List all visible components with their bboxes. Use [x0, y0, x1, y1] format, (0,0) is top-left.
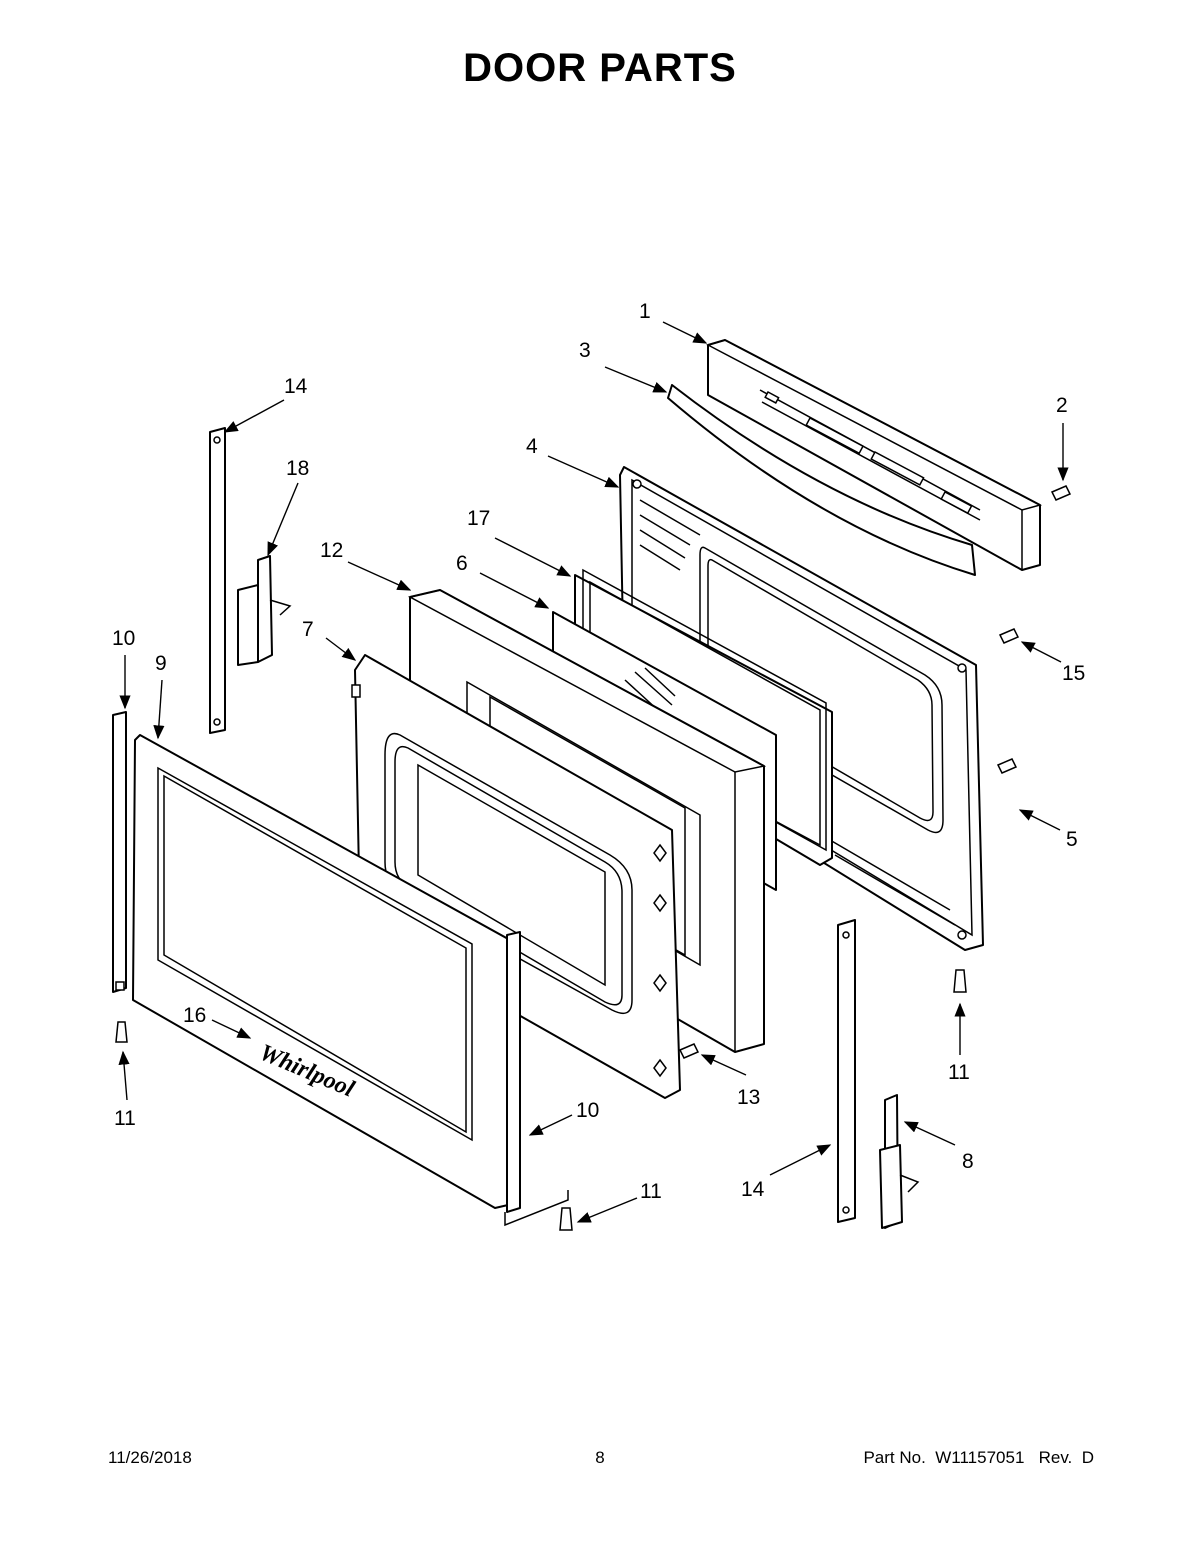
callout-17: 17: [467, 507, 490, 530]
callout-labels: 1 2 3 4 5 6 7 8 9 10 10 11 11 11 12 13 1…: [112, 300, 1085, 1203]
screw-11-b[interactable]: [953, 969, 967, 993]
callout-7: 7: [302, 618, 314, 641]
callout-6: 6: [456, 552, 468, 575]
part-3-door-handle[interactable]: [667, 384, 976, 576]
callout-14-bottom: 14: [741, 1178, 765, 1201]
page-title: DOOR PARTS: [463, 46, 737, 90]
screw-11-c[interactable]: [559, 1207, 573, 1231]
part-10-side-trim-right[interactable]: [504, 931, 569, 1227]
callout-14-top: 14: [284, 375, 308, 398]
callout-2: 2: [1056, 394, 1068, 417]
callout-9: 9: [155, 652, 167, 675]
callout-11-left: 11: [114, 1107, 136, 1130]
part-14-hinge-receiver-right[interactable]: [837, 919, 856, 1223]
footer-part-number: Part No. W11157051 Rev. D: [863, 1448, 1094, 1467]
screw-5[interactable]: [996, 758, 1018, 774]
part-1-door-trim[interactable]: [706, 339, 1043, 571]
part-10-side-trim-left[interactable]: [112, 711, 127, 993]
screw-15[interactable]: [998, 628, 1020, 644]
callout-5: 5: [1066, 828, 1078, 851]
footer-page-number: 8: [595, 1448, 605, 1467]
leader-arrows: [118, 321, 1069, 1223]
callout-4: 4: [526, 435, 538, 458]
callout-10-left: 10: [112, 627, 135, 650]
screw-2[interactable]: [1050, 485, 1072, 501]
callout-3: 3: [579, 339, 591, 362]
callout-16: 16: [183, 1004, 206, 1027]
callout-11-bottom: 11: [640, 1180, 662, 1203]
callout-11-right: 11: [948, 1061, 970, 1084]
screw-11-a[interactable]: [115, 1021, 128, 1043]
screw-13[interactable]: [678, 1043, 700, 1059]
part-18-hinge[interactable]: [237, 555, 292, 666]
callout-13: 13: [737, 1086, 760, 1109]
footer-date: 11/26/2018: [108, 1448, 192, 1467]
callout-8: 8: [962, 1150, 974, 1173]
part-8-hinge[interactable]: [879, 1094, 920, 1229]
callout-18: 18: [286, 457, 309, 480]
part-14-hinge-receiver-left[interactable]: [209, 427, 226, 734]
callout-1: 1: [639, 300, 651, 323]
part-7-door-liner[interactable]: [351, 654, 681, 1099]
callout-15: 15: [1062, 662, 1085, 685]
callout-12: 12: [320, 539, 343, 562]
callout-10-right: 10: [576, 1099, 599, 1122]
